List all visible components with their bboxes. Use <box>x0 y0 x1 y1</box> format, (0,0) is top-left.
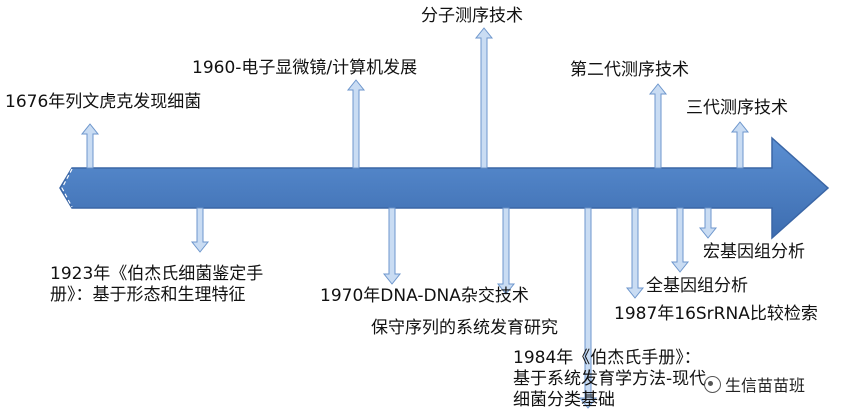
label-1676-leeuwenhoek: 1676年列文虎克发现细菌 <box>5 92 202 112</box>
down-arrow-1970 <box>382 207 402 285</box>
wechat-icon <box>704 376 721 393</box>
down-arrow-conserved-seq <box>496 207 516 295</box>
label-molecular-sequencing: 分子测序技术 <box>421 6 523 26</box>
label-1987-16s-rrna: 1987年16SrRNA比较检索 <box>614 304 818 325</box>
label-line: 全基因组分析 <box>646 276 748 296</box>
label-line: 1923年《伯杰氏细菌鉴定手 <box>50 264 264 284</box>
down-arrow-1987 <box>625 207 645 299</box>
label-line: 1987年16SrRNA比较检索 <box>614 304 818 324</box>
watermark-text: 生信苗苗班 <box>725 376 806 395</box>
label-second-gen-sequencing: 第二代测序技术 <box>570 60 689 80</box>
up-arrow-molecular-sequencing <box>474 27 494 169</box>
label-line: 保守序列的系统发育研究 <box>371 318 558 338</box>
up-arrow-ngs <box>648 83 668 169</box>
label-1923-bergey-manual: 1923年《伯杰氏细菌鉴定手 册》：基于形态和生理特征 <box>50 264 263 306</box>
label-line: 册》：基于形态和生理特征 <box>50 285 246 305</box>
label-1960-electron-microscope: 1960-电子显微镜/计算机发展 <box>192 58 418 78</box>
label-1970-dna-hybridization: 1970年DNA-DNA杂交技术 <box>320 286 529 307</box>
main-timeline-arrow <box>59 136 830 240</box>
label-line: 基于系统发育学方法-现代 <box>513 369 707 389</box>
down-arrow-metagenome <box>698 207 718 239</box>
up-arrow-1960 <box>346 79 366 169</box>
label-metagenome-analysis: 宏基因组分析 <box>703 242 805 263</box>
label-line: 1984年《伯杰氏手册》： <box>513 348 701 368</box>
label-line: 1970年DNA-DNA杂交技术 <box>320 286 529 306</box>
label-conserved-sequence-phylogeny: 保守序列的系统发育研究 <box>371 318 558 339</box>
down-arrow-1984 <box>578 207 598 409</box>
label-third-gen-sequencing: 三代测序技术 <box>686 98 788 118</box>
label-whole-genome-analysis: 全基因组分析 <box>646 276 748 297</box>
label-1984-bergey-manual: 1984年《伯杰氏手册》： 基于系统发育学方法-现代 细菌分类基础 <box>513 348 706 411</box>
label-line: 细菌分类基础 <box>513 390 615 410</box>
watermark: 生信苗苗班 <box>704 376 805 396</box>
up-arrow-1676 <box>80 123 100 169</box>
down-arrow-1923 <box>190 207 210 253</box>
label-line: 宏基因组分析 <box>703 242 805 262</box>
timeline-dashed-edge <box>61 168 73 208</box>
down-arrow-whole-genome <box>670 207 690 273</box>
up-arrow-third-gen <box>730 121 750 169</box>
